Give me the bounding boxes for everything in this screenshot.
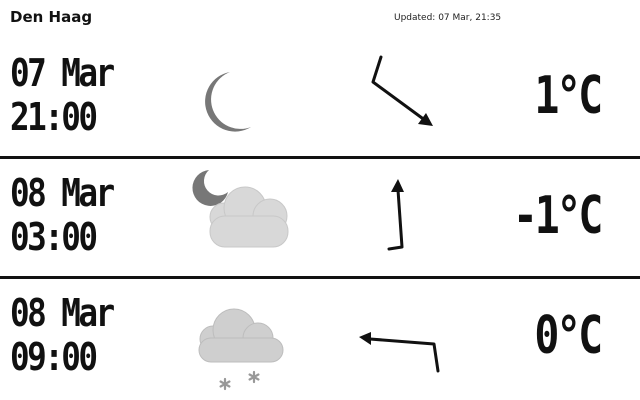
wind-direction-icon	[340, 280, 460, 396]
forecast-row: 07 Mar 21:00 1°C	[0, 38, 640, 158]
header: Den Haag Updated: 07 Mar, 21:35	[0, 0, 640, 36]
forecast-time: 21:00	[10, 95, 98, 139]
row-divider	[0, 156, 640, 159]
forecast-date: 08 Mar	[10, 171, 115, 215]
forecast-temperature: 0°C	[534, 306, 603, 366]
moon-icon	[178, 40, 298, 156]
wind-direction-icon	[340, 160, 460, 276]
forecast-row: 08 Mar 09:00 0°C	[0, 278, 640, 398]
forecast-date: 08 Mar	[10, 291, 115, 335]
city-name: Den Haag	[10, 8, 93, 26]
wind-direction-icon	[340, 40, 460, 156]
forecast-temperature: -1°C	[512, 186, 604, 246]
forecast-time: 09:00	[10, 335, 98, 379]
snow-icon	[178, 280, 298, 396]
forecast-temperature: 1°C	[534, 66, 603, 126]
forecast-time: 03:00	[10, 215, 98, 259]
updated-timestamp: Updated: 07 Mar, 21:35	[394, 13, 502, 23]
forecast-row: 08 Mar 03:00 -1°C	[0, 158, 640, 278]
partly-cloudy-night-icon	[178, 160, 298, 276]
row-divider	[0, 276, 640, 279]
forecast-date: 07 Mar	[10, 51, 115, 95]
